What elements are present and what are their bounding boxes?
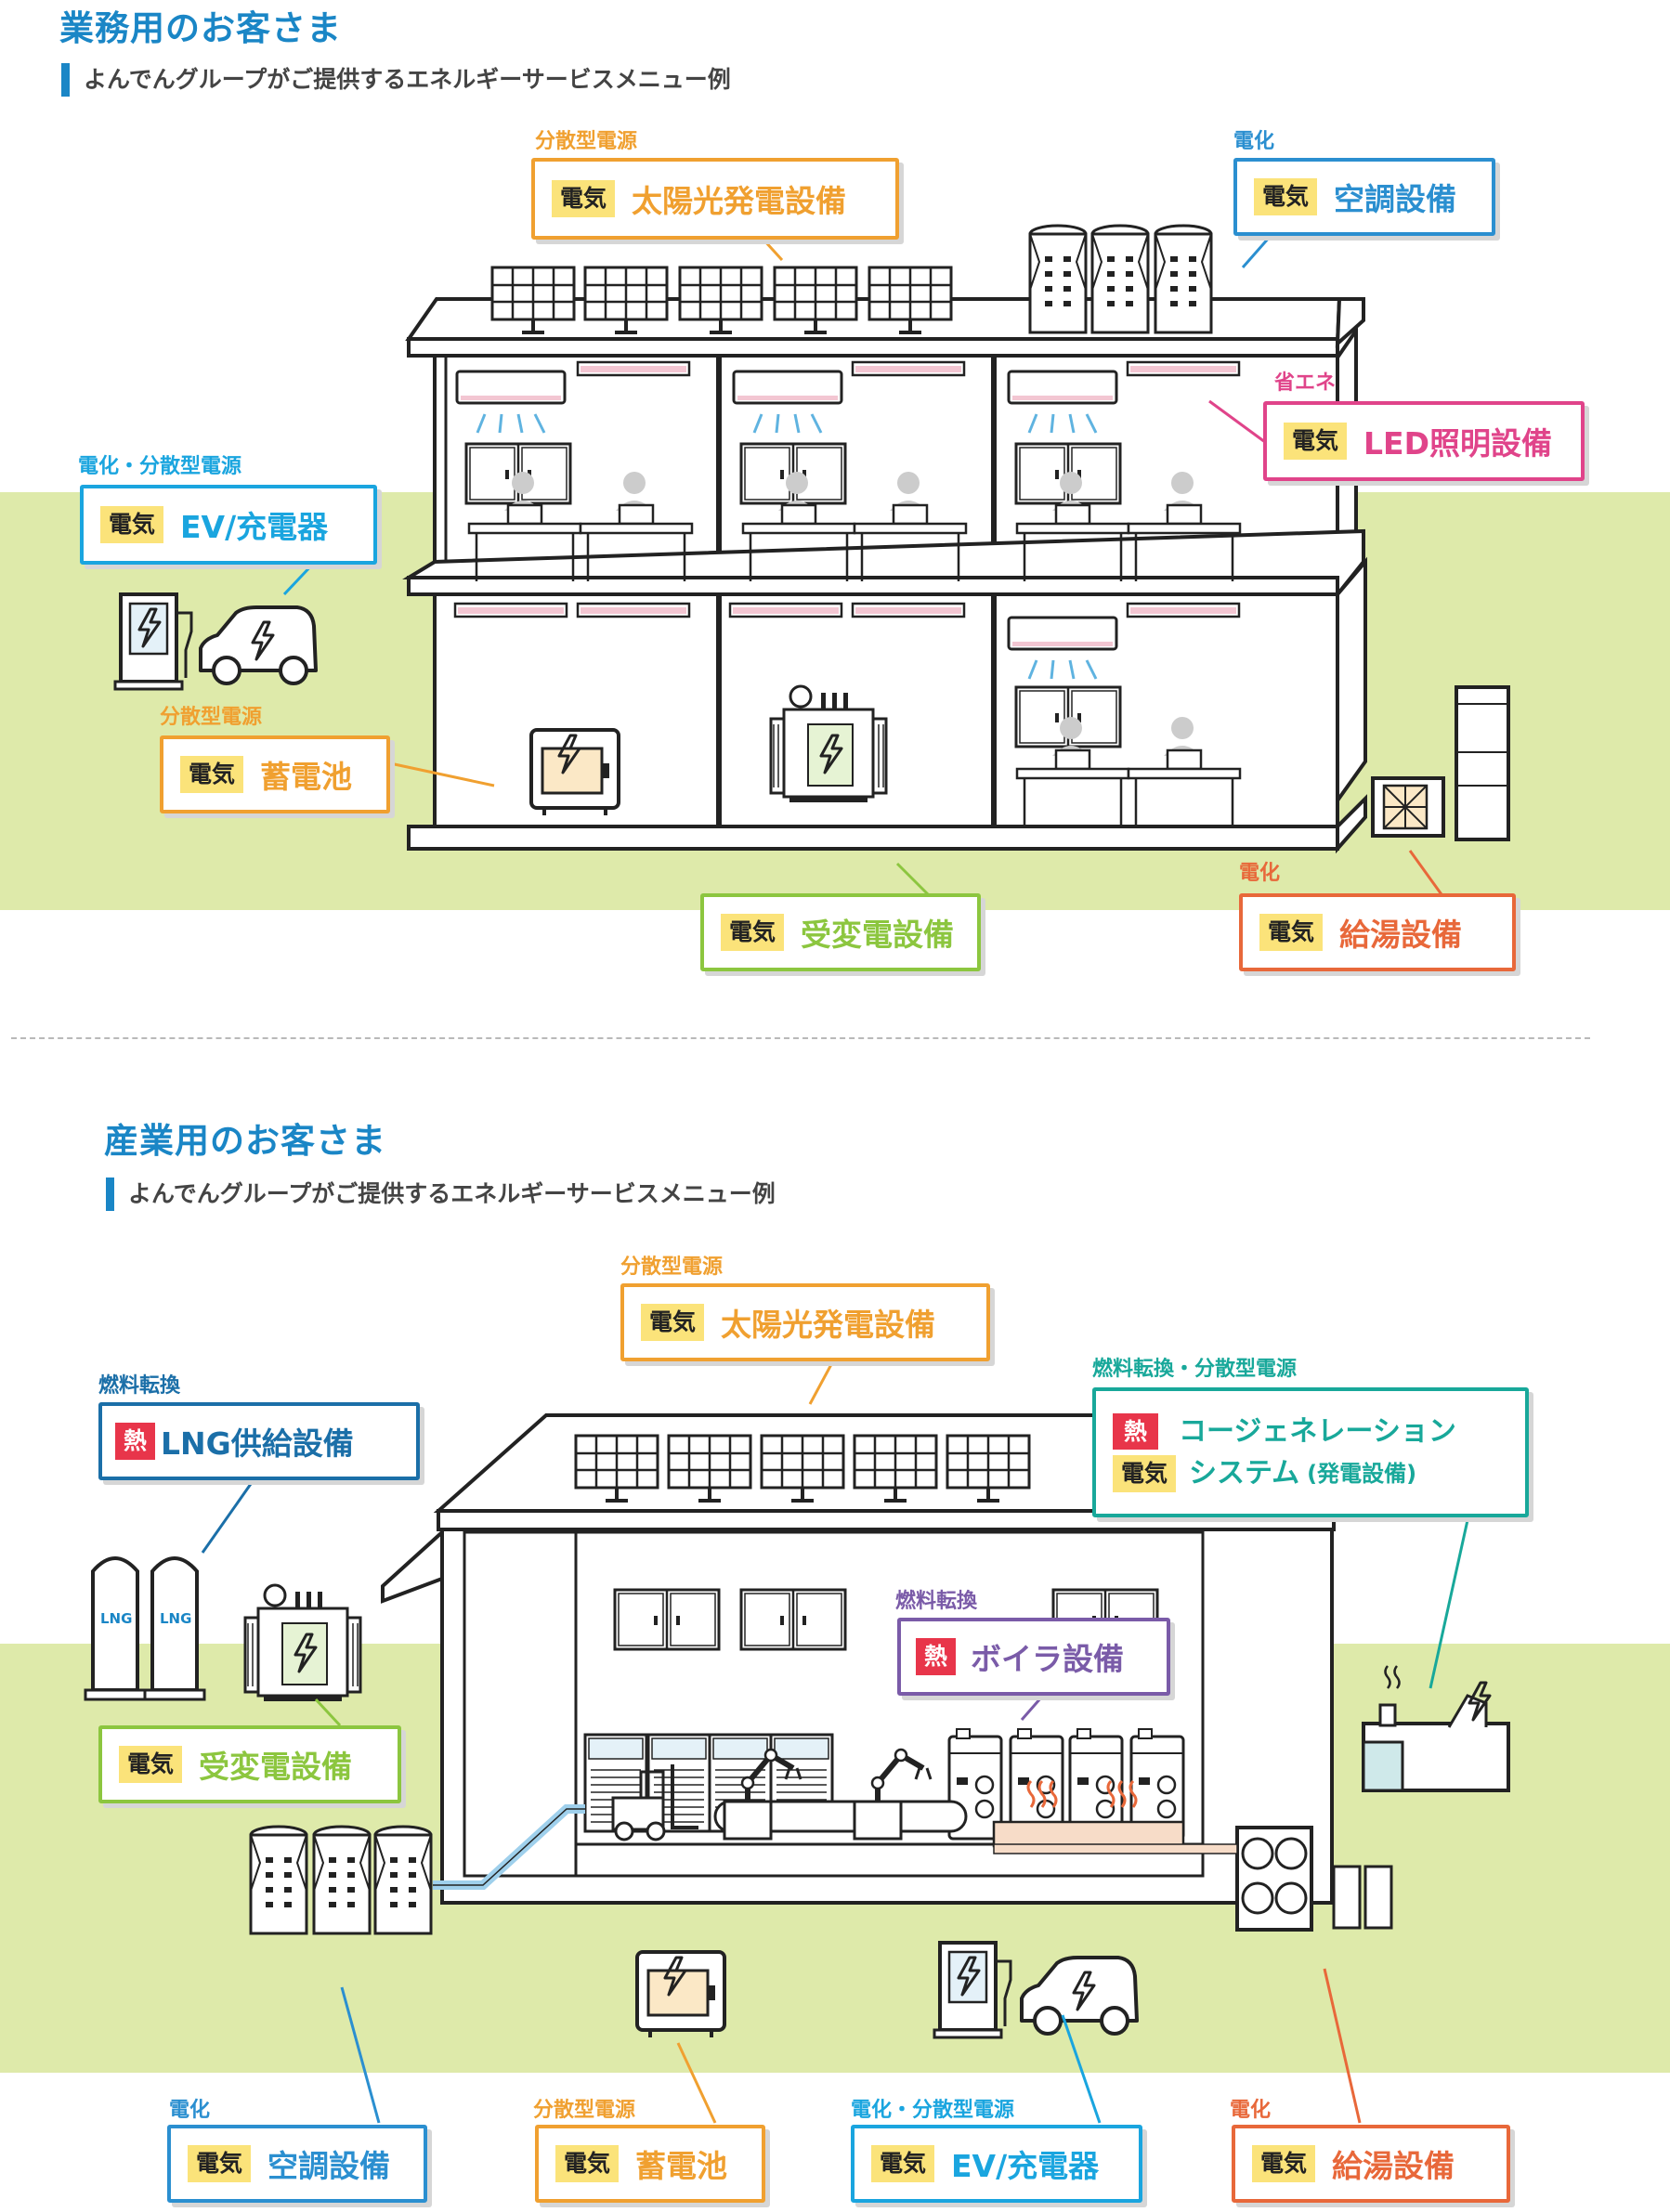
industrial-ev-label: EV/充電器 [951, 2148, 1100, 2184]
business-hotwater-label: 給湯設備 [1339, 917, 1463, 953]
business-led-label: LED照明設備 [1363, 425, 1552, 462]
lng-tanks [84, 1556, 206, 1701]
business-solar-callout: 電気 太陽光発電設備 [531, 158, 899, 240]
industrial-lng-callout: 熱 LNG供給設備 [98, 1402, 420, 1480]
industrial-cogen-label-line2: システム [1189, 1457, 1300, 1490]
industrial-solar-callout: 電気 太陽光発電設備 [620, 1283, 990, 1361]
industrial-cogen-heat-tag: 熱 [1113, 1412, 1159, 1450]
business-substation-callout: 電気 受変電設備 [700, 893, 981, 971]
industrial-hotwater-label: 給湯設備 [1332, 2148, 1455, 2184]
industrial-battery-label: 蓄電池 [635, 2148, 728, 2184]
industrial-cogen-elec-tag: 電気 [1113, 1455, 1177, 1492]
business-section-subtitle: よんでんグループがご提供するエネルギーサービスメニュー例 [61, 61, 731, 97]
business-hvac-label: 空調設備 [1334, 181, 1457, 217]
lng-tank-label: LNG [160, 1610, 192, 1627]
business-hotwater-callout: 電気 給湯設備 [1239, 893, 1516, 971]
industrial-hvac-callout: 電気 空調設備 [167, 2125, 427, 2203]
industrial-hotwater-tag: 電気 [1252, 2145, 1316, 2182]
business-hvac-callout: 電気 空調設備 [1233, 158, 1495, 236]
industrial-battery-category: 分散型電源 [533, 2099, 636, 2122]
industrial-hotwater-category: 電化 [1230, 2099, 1272, 2122]
industrial-ev-category: 電化・分散型電源 [851, 2099, 1015, 2122]
lng-tank-label: LNG [100, 1610, 133, 1627]
business-led-callout: 電気 LED照明設備 [1263, 401, 1585, 481]
industrial-substation-label: 受変電設備 [199, 1749, 353, 1785]
business-hotwater-category: 電化 [1239, 862, 1281, 885]
business-led-category: 省エネ [1274, 371, 1337, 395]
business-solar-category: 分散型電源 [535, 130, 638, 153]
industrial-cogen-category: 燃料転換・分散型電源 [1092, 1358, 1298, 1381]
business-led-tag: 電気 [1284, 423, 1348, 460]
industrial-hotwater-callout: 電気 給湯設備 [1232, 2125, 1510, 2203]
industrial-battery-callout: 電気 蓄電池 [535, 2125, 765, 2203]
industrial-hvac-category: 電化 [169, 2099, 211, 2122]
industrial-substation-callout: 電気 受変電設備 [98, 1725, 401, 1803]
industrial-lng-tag: 熱 [115, 1423, 156, 1460]
industrial-boiler-label: ボイラ設備 [971, 1641, 1125, 1677]
industrial-boiler-category: 燃料転換 [895, 1590, 978, 1613]
business-battery-callout: 電気 蓄電池 [160, 735, 390, 813]
business-ev-callout: 電気 EV/充電器 [80, 485, 377, 565]
industrial-cogen-label-note: (発電設備) [1307, 1460, 1417, 1487]
business-solar-label: 太陽光発電設備 [632, 183, 847, 219]
industrial-hvac-label: 空調設備 [267, 2148, 391, 2184]
business-battery-category: 分散型電源 [160, 706, 263, 729]
industrial-solar-tag: 電気 [641, 1304, 705, 1341]
industrial-section-title: 産業用のお客さま [104, 1121, 386, 1161]
business-hotwater-units [1371, 685, 1510, 841]
business-battery-label: 蓄電池 [260, 759, 353, 795]
industrial-hvac-tag: 電気 [188, 2145, 252, 2182]
cogeneration-unit [1362, 1665, 1510, 1792]
business-substation-label: 受変電設備 [801, 917, 955, 953]
industrial-cogen-label-line1: コージェネレーション [1179, 1414, 1456, 1448]
business-ev-category: 電化・分散型電源 [78, 455, 242, 478]
business-section-title: 業務用のお客さま [59, 8, 342, 48]
industrial-solar-label: 太陽光発電設備 [721, 1307, 936, 1343]
business-hvac-category: 電化 [1233, 130, 1275, 153]
industrial-hotwater-units [1235, 1826, 1393, 1932]
business-solar-tag: 電気 [552, 180, 616, 217]
section-divider [11, 1037, 1590, 1039]
industrial-boiler-callout: 熱 ボイラ設備 [897, 1618, 1170, 1696]
business-substation-tag: 電気 [721, 914, 785, 951]
business-ev-label: EV/充電器 [180, 509, 329, 545]
industrial-battery-tag: 電気 [555, 2145, 620, 2182]
industrial-cogen-callout: 熱 コージェネレーション 電気 システム (発電設備) [1092, 1387, 1529, 1517]
industrial-solar-category: 分散型電源 [620, 1256, 724, 1279]
industrial-lng-label: LNG供給設備 [161, 1425, 354, 1462]
business-building [402, 297, 1367, 854]
business-ev-tag: 電気 [100, 506, 164, 543]
industrial-ev-tag: 電気 [871, 2145, 935, 2182]
industrial-substation-tag: 電気 [119, 1746, 183, 1783]
business-battery-tag: 電気 [180, 756, 244, 793]
industrial-lng-category: 燃料転換 [98, 1374, 181, 1398]
business-hotwater-tag: 電気 [1259, 914, 1324, 951]
industrial-boiler-tag: 熱 [916, 1638, 957, 1675]
industrial-section-subtitle: よんでんグループがご提供するエネルギーサービスメニュー例 [106, 1176, 776, 1211]
industrial-ev-callout: 電気 EV/充電器 [851, 2125, 1142, 2203]
business-hvac-tag: 電気 [1254, 178, 1318, 215]
